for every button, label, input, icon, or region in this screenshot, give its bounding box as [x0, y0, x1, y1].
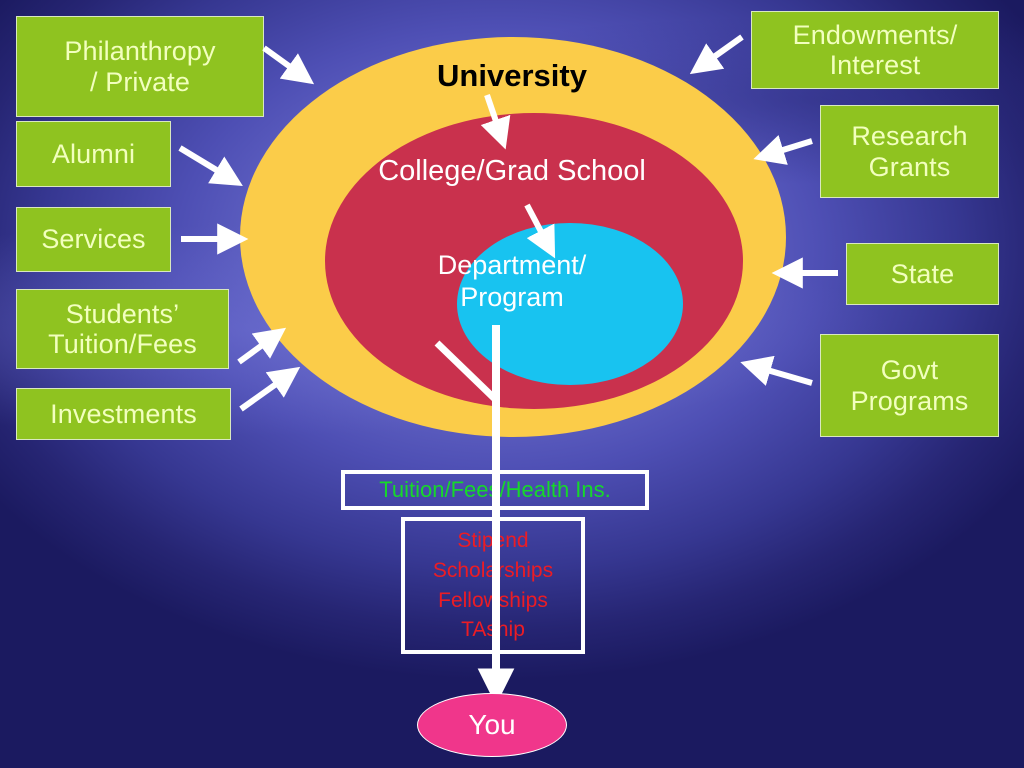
arrow-students-tuition-fees-icon [237, 327, 287, 365]
arrow-research-grants-icon [753, 135, 813, 165]
source-box-state[interactable]: State [846, 243, 999, 305]
arrow-philanthropy-icon [262, 45, 315, 85]
arrow-endowments-interest-icon [689, 34, 744, 75]
source-box-philanthropy[interactable]: Philanthropy / Private [16, 16, 264, 117]
arrow-investments-icon [239, 366, 301, 412]
source-box-research-grants[interactable]: Research Grants [820, 105, 999, 198]
arrow-alumni-icon [178, 145, 243, 186]
source-box-endowments-interest[interactable]: Endowments/ Interest [751, 11, 999, 89]
source-box-govt-programs[interactable]: Govt Programs [820, 334, 999, 437]
ellipse-you[interactable]: You [417, 693, 567, 757]
ellipse-department-program [457, 223, 683, 385]
label-you: You [468, 709, 516, 740]
source-box-alumni[interactable]: Alumni [16, 121, 171, 187]
source-box-services[interactable]: Services [16, 207, 171, 272]
outflow-box-tuition-fees-health-ins[interactable]: Tuition/Fees/Health Ins. [341, 470, 649, 510]
source-box-investments[interactable]: Investments [16, 388, 231, 440]
source-box-students-tuition-fees[interactable]: Students’ Tuition/Fees [16, 289, 229, 369]
arrow-govt-programs-icon [740, 355, 813, 386]
outflow-box-awards[interactable]: Stipend Scholarships Fellowships TAship [401, 517, 585, 654]
